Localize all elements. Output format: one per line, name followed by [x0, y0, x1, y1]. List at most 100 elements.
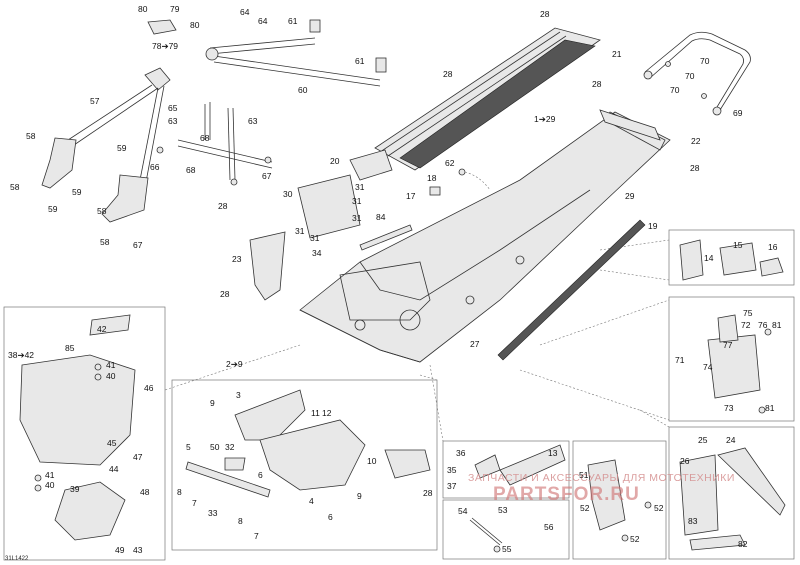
callout-label: 4 [309, 496, 314, 506]
callout-label: 2➔9 [226, 359, 243, 369]
callout-label: 8 [177, 487, 182, 497]
callout-label: 56 [544, 522, 554, 532]
rear-grab-handle [643, 31, 751, 116]
callout-label: 82 [738, 539, 748, 549]
callout-label: 68 [186, 165, 196, 175]
callout-label: 77 [723, 340, 733, 350]
callout-label: 27 [470, 339, 480, 349]
callout-label: 57 [90, 96, 100, 106]
callout-label: 31 [355, 182, 365, 192]
callout-label: 1➔29 [534, 114, 556, 124]
callout-label: 22 [691, 136, 701, 146]
box-hitch [668, 426, 795, 560]
callout-label: 64 [258, 16, 268, 26]
callout-label: 79 [170, 4, 180, 14]
callout-label: 35 [447, 465, 457, 475]
main-frame [299, 109, 671, 363]
callout-label: 67 [133, 240, 143, 250]
callout-label: 81 [765, 403, 775, 413]
front-bumper [19, 314, 136, 541]
callout-label: 78➔79 [152, 41, 178, 51]
callout-label: 58 [26, 131, 36, 141]
callout-label: 5 [186, 442, 191, 452]
callout-label: 51 [579, 470, 589, 480]
callout-label: 7 [254, 531, 259, 541]
callout-label: 39 [70, 484, 80, 494]
drawing-code: 31L1422 [5, 556, 29, 562]
callout-label: 65 [168, 103, 178, 113]
callout-label: 31 [352, 213, 362, 223]
callout-label: 68 [200, 133, 210, 143]
callout-label: 28 [218, 201, 228, 211]
callout-label: 74 [703, 362, 713, 372]
callout-label: 23 [232, 254, 242, 264]
callout-label: 9 [357, 491, 362, 501]
callout-label: 59 [117, 143, 127, 153]
steering-column [41, 67, 171, 223]
callout-label: 71 [675, 355, 685, 365]
callout-label: 38➔42 [8, 350, 34, 360]
callout-label: 19 [648, 221, 658, 231]
callout-label: 41 [45, 470, 55, 480]
callout-label: 70 [700, 56, 710, 66]
box-hinge [572, 440, 667, 560]
callout-label: 76 [758, 320, 768, 330]
callout-label: 31 [310, 233, 320, 243]
footrest-parts [185, 389, 431, 498]
box-front-bumper [3, 306, 166, 561]
box-footrest [171, 379, 438, 551]
callout-label: 73 [724, 403, 734, 413]
callout-label: 54 [458, 506, 468, 516]
callout-label: 50 [210, 442, 220, 452]
callout-label: 31 [295, 226, 305, 236]
callout-label: 18 [427, 173, 437, 183]
box-tank [668, 296, 795, 422]
callout-label: 28 [443, 69, 453, 79]
callout-label: 37 [447, 481, 457, 491]
callout-label: 46 [144, 383, 154, 393]
callout-label: 30 [283, 189, 293, 199]
box-rod [442, 499, 570, 560]
callout-label: 72 [741, 320, 751, 330]
watermark-brand: PARTSFOR.RU [493, 484, 640, 505]
plate-parts [679, 239, 784, 281]
callout-label: 64 [240, 7, 250, 17]
callout-label: 10 [367, 456, 377, 466]
callout-label: 28 [220, 289, 230, 299]
callout-label: 47 [133, 452, 143, 462]
callout-label: 44 [109, 464, 119, 474]
callout-label: 66 [150, 162, 160, 172]
adjuster-rods [156, 102, 273, 186]
callout-label: 63 [168, 116, 178, 126]
callout-label: 42 [97, 324, 107, 334]
side-rail [359, 219, 646, 361]
callout-label: 45 [107, 438, 117, 448]
callout-label: 53 [498, 505, 508, 515]
callout-label: 21 [612, 49, 622, 59]
callout-label: 6 [258, 470, 263, 480]
hinge-parts [587, 459, 652, 542]
callout-label: 20 [330, 156, 340, 166]
callout-label: 41 [106, 360, 116, 370]
callout-label: 43 [133, 545, 143, 555]
callout-label: 63 [248, 116, 258, 126]
callout-label: 81 [772, 320, 782, 330]
callout-label: 3 [236, 390, 241, 400]
callout-label: 6 [328, 512, 333, 522]
callout-label: 49 [115, 545, 125, 555]
callout-label: 40 [45, 480, 55, 490]
callout-label: 28 [592, 79, 602, 89]
callout-label: 28 [540, 9, 550, 19]
callout-label: 58 [97, 206, 107, 216]
callout-label: 59 [72, 187, 82, 197]
callout-label: 80 [138, 4, 148, 14]
callout-label: 52 [580, 503, 590, 513]
callout-label: 83 [688, 516, 698, 526]
callout-label: 58 [10, 182, 20, 192]
small-parts [429, 168, 491, 196]
callout-label: 69 [733, 108, 743, 118]
callout-label: 33 [208, 508, 218, 518]
callout-label: 55 [502, 544, 512, 554]
